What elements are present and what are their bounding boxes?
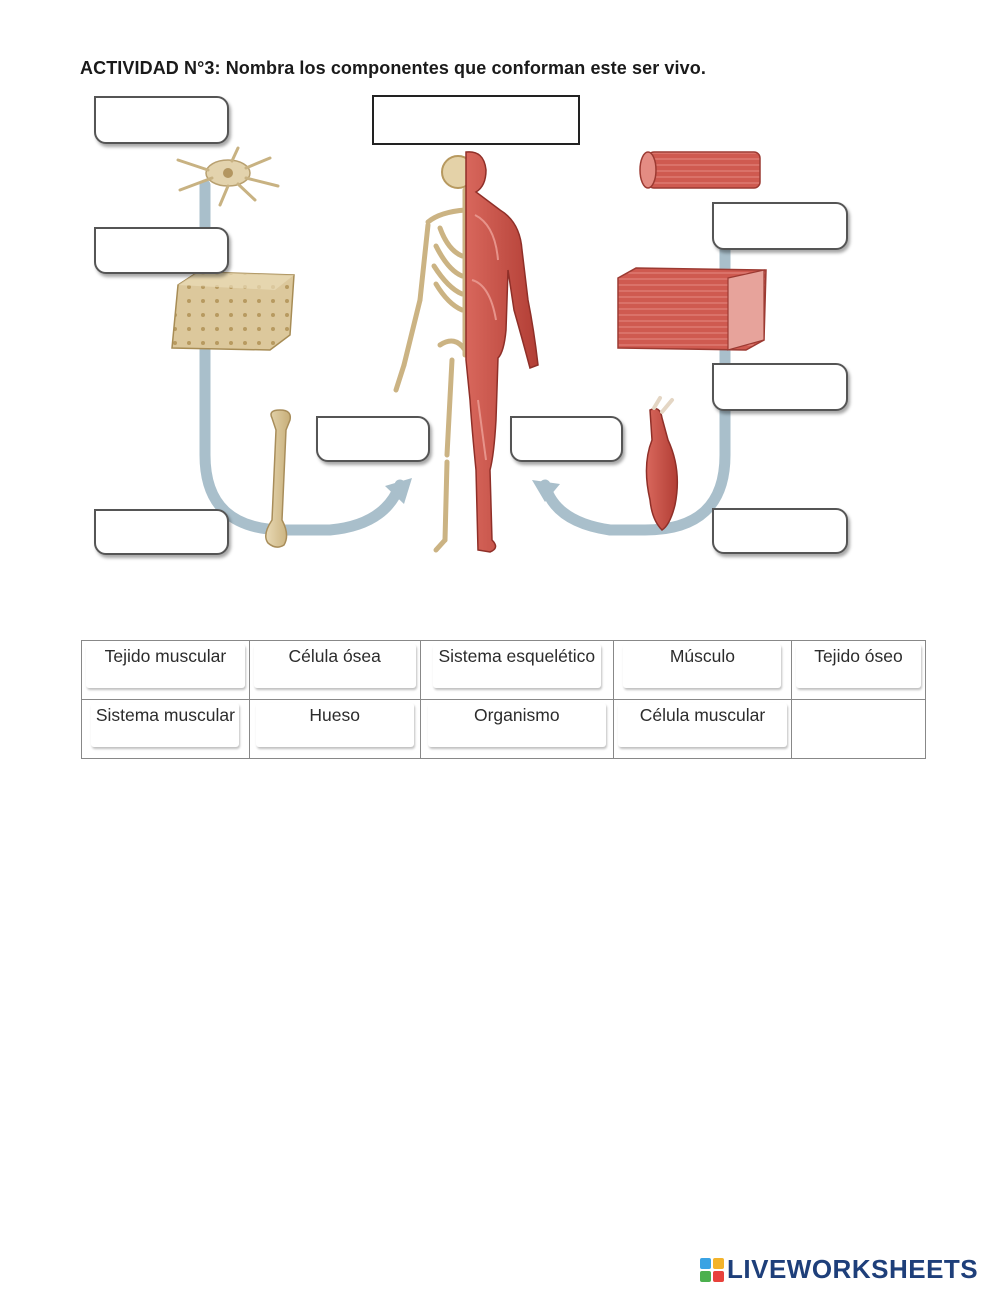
word-chip[interactable]: Tejido muscular <box>86 644 245 688</box>
word-bank-table: Tejido muscular Célula ósea Sistema esqu… <box>81 640 927 759</box>
body-organization-diagram <box>171 146 767 553</box>
bone-cell-illustration <box>176 146 280 207</box>
muscle-tissue-illustration <box>617 267 767 351</box>
answer-box-organism[interactable] <box>372 95 580 145</box>
answer-box-skeletal-system[interactable] <box>316 416 430 462</box>
left-arrow-head <box>385 478 412 504</box>
table-row: Tejido muscular Célula ósea Sistema esqu… <box>81 640 927 700</box>
answer-box-muscle[interactable] <box>712 508 848 554</box>
word-chip[interactable]: Músculo <box>623 644 782 688</box>
answer-box-bone-tissue[interactable] <box>94 227 229 274</box>
right-flow-arrow <box>539 244 731 536</box>
word-chip[interactable]: Organismo <box>427 703 606 747</box>
table-row: Sistema muscular Hueso Organismo Célula … <box>81 699 927 759</box>
left-flow-arrow <box>199 179 406 536</box>
human-organism-illustration <box>393 151 539 553</box>
logo-text: LIVEWORKSHEETS <box>727 1254 979 1284</box>
answer-box-muscle-cell[interactable] <box>712 202 848 250</box>
muscle-cell-illustration <box>639 151 761 189</box>
bone-illustration <box>265 409 292 548</box>
right-arrow-head <box>532 480 560 502</box>
answer-box-bone-cell[interactable] <box>94 96 229 144</box>
activity-title: ACTIVIDAD N°3: Nombra los componentes qu… <box>80 58 706 78</box>
word-chip[interactable]: Tejido óseo <box>795 644 921 688</box>
word-chip[interactable]: Hueso <box>255 703 414 747</box>
liveworksheets-logo-icon <box>700 1257 724 1282</box>
word-chip[interactable]: Célula ósea <box>253 644 416 688</box>
answer-box-bone[interactable] <box>94 509 229 555</box>
answer-box-muscle-tissue[interactable] <box>712 363 848 411</box>
word-chip[interactable]: Sistema esquelético <box>432 644 601 688</box>
muscle-illustration <box>645 396 679 531</box>
answer-box-muscular-system[interactable] <box>510 416 623 462</box>
bone-tissue-illustration <box>171 271 295 351</box>
liveworksheets-logo: LIVEWORKSHEETS <box>700 1254 978 1285</box>
word-chip[interactable]: Sistema muscular <box>91 703 240 747</box>
word-chip[interactable]: Célula muscular <box>617 703 787 747</box>
empty-cell <box>790 699 927 759</box>
